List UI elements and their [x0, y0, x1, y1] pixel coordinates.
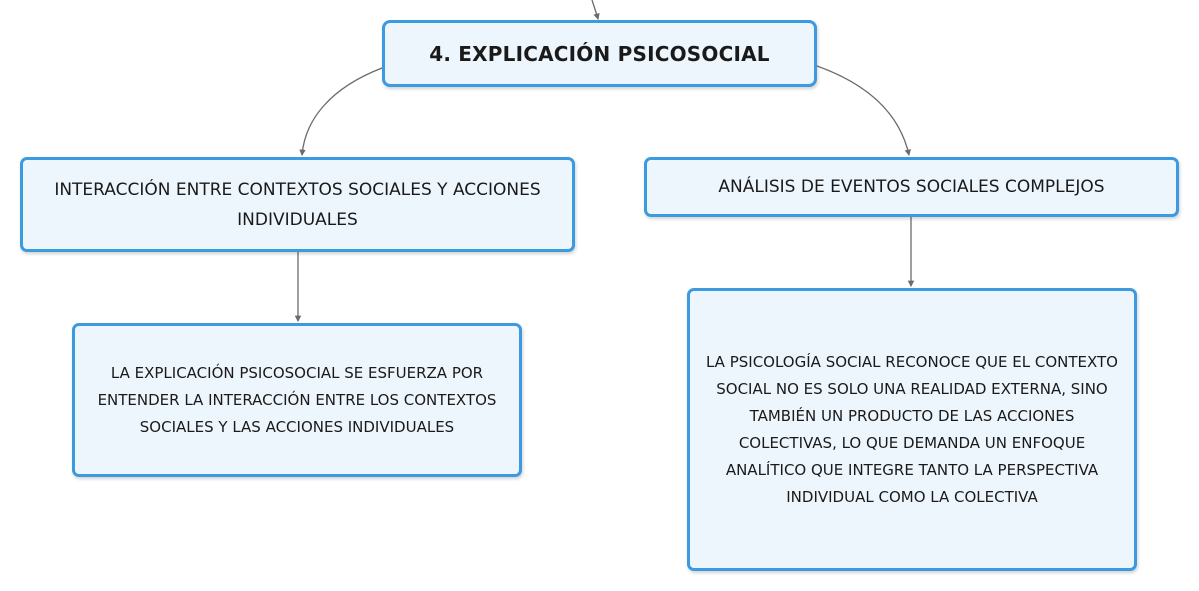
- root-node[interactable]: 4. EXPLICACIÓN PSICOSOCIAL: [382, 20, 817, 87]
- topic-node-label: ANÁLISIS DE EVENTOS SOCIALES COMPLEJOS: [718, 177, 1105, 197]
- root-to-left-connector: [299, 67, 383, 157]
- root-node-label: 4. EXPLICACIÓN PSICOSOCIAL: [429, 41, 770, 66]
- detail-node-analisis[interactable]: LA PSICOLOGÍA SOCIAL RECONOCE QUE EL CON…: [687, 288, 1137, 571]
- incoming-connector: [591, 0, 600, 21]
- detail-node-text: LA PSICOLOGÍA SOCIAL RECONOCE QUE EL CON…: [705, 352, 1118, 506]
- topic-node-interaccion[interactable]: INTERACCIÓN ENTRE CONTEXTOS SOCIALES Y A…: [20, 157, 575, 252]
- detail-node-text: LA EXPLICACIÓN PSICOSOCIAL SE ESFUERZA P…: [97, 363, 497, 436]
- topic-node-analisis[interactable]: ANÁLISIS DE EVENTOS SOCIALES COMPLEJOS: [644, 157, 1179, 217]
- root-to-right-connector: [816, 65, 911, 157]
- detail-node-interaccion[interactable]: LA EXPLICACIÓN PSICOSOCIAL SE ESFUERZA P…: [72, 323, 522, 477]
- topic-node-label: INTERACCIÓN ENTRE CONTEXTOS SOCIALES Y A…: [54, 179, 541, 230]
